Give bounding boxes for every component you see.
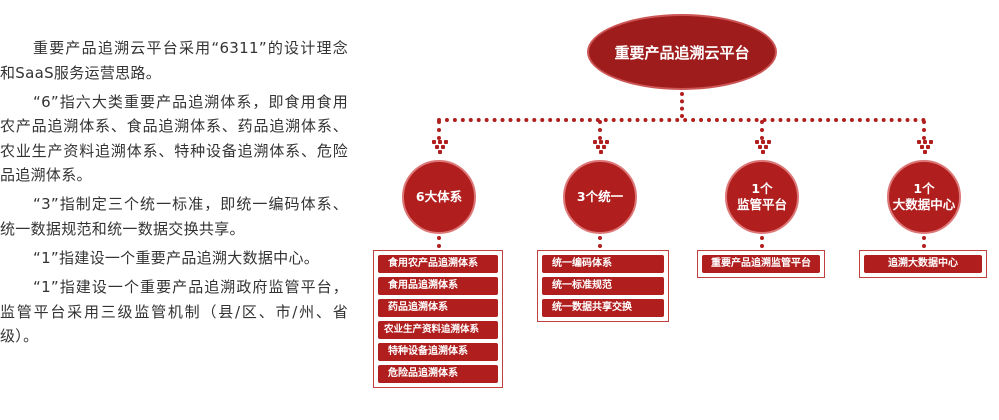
branch-bar (437, 118, 926, 122)
paragraph-one-supervision: “1”指建设一个重要产品追溯政府监管平台，监管平台采用三级监管机制（县/区、市/… (0, 277, 348, 346)
node-bigdata-line2: 大数据中心 (892, 197, 956, 212)
node-three-unified: 3个统一 (563, 160, 637, 234)
item-six-3: 药品追溯体系 (378, 299, 498, 317)
node-six-systems-label: 6大体系 (415, 189, 463, 204)
item-supervision-1: 重要产品追溯监管平台 (702, 255, 820, 273)
items-box-supervision: 重要产品追溯监管平台 (697, 250, 825, 278)
arrow-dots-2 (593, 140, 609, 154)
item-six-5: 特种设备追溯体系 (378, 343, 498, 361)
item-three-2: 统一标准规范 (542, 277, 664, 295)
arrow-dots-4 (917, 140, 933, 154)
branch-drop-1 (437, 120, 441, 140)
node-six-systems: 6大体系 (402, 160, 476, 234)
paragraph-three: “3”指制定三个统一标准，即统一编码体系、统一数据规范和统一数据交换共享。 (0, 195, 348, 238)
item-three-3: 统一数据共享交换 (542, 299, 664, 317)
node-bigdata-line1: 1个 (913, 181, 935, 196)
branch-drop-4 (922, 120, 926, 140)
node-three-unified-label: 3个统一 (576, 189, 624, 204)
root-connector (680, 92, 684, 118)
item-three-1: 统一编码体系 (542, 255, 664, 273)
item-six-4: 农业生产资料追溯体系 (378, 321, 498, 339)
node-supervision-line2: 监管平台 (736, 197, 787, 212)
node-box-connector-4 (922, 236, 926, 248)
node-box-connector-3 (760, 236, 764, 248)
root-node: 重要产品追溯云平台 (587, 14, 777, 90)
node-bigdata-center: 1个 大数据中心 (887, 160, 961, 234)
node-bigdata-center-label: 1个 大数据中心 (893, 181, 956, 213)
arrow-dots-1 (432, 140, 448, 154)
branch-drop-3 (760, 120, 764, 140)
items-box-three: 统一编码体系 统一标准规范 统一数据共享交换 (537, 250, 669, 322)
arrow-dots-3 (755, 140, 771, 154)
node-supervision-platform: 1个 监管平台 (725, 160, 799, 234)
item-six-2: 食用品追溯体系 (378, 277, 498, 295)
node-supervision-line1: 1个 (751, 181, 773, 196)
item-six-1: 食用农产品追溯体系 (378, 255, 498, 273)
description-text: 重要产品追溯云平台采用“6311”的设计理念和SaaS服务运营思路。 “6”指六… (0, 36, 348, 353)
paragraph-six: “6”指六大类重要产品追溯体系，即食用食用农产品追溯体系、食品追溯体系、药品追溯… (0, 92, 348, 185)
items-box-six: 食用农产品追溯体系 食用品追溯体系 药品追溯体系 农业生产资料追溯体系 特种设备… (373, 250, 503, 388)
paragraph-intro: 重要产品追溯云平台采用“6311”的设计理念和SaaS服务运营思路。 (0, 39, 348, 82)
paragraph-one-bigdata: “1”指建设一个重要产品追溯大数据中心。 (33, 248, 320, 267)
branch-drop-2 (598, 120, 602, 140)
node-box-connector-1 (437, 236, 441, 248)
items-box-bigdata: 追溯大数据中心 (859, 250, 987, 278)
node-box-connector-2 (598, 236, 602, 248)
node-supervision-platform-label: 1个 监管平台 (737, 181, 787, 213)
item-bigdata-1: 追溯大数据中心 (864, 255, 982, 273)
item-six-6: 危险品追溯体系 (378, 365, 498, 383)
